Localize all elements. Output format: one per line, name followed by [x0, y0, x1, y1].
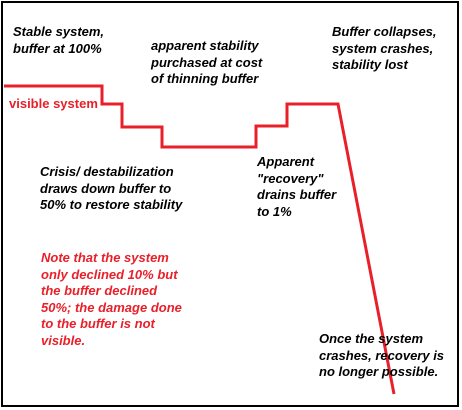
crisis-note: Crisis/ destabilization draws down buffe… — [40, 164, 183, 212]
visible-system-line — [4, 84, 396, 395]
buffer-damage-note: Note that the system only declined 10% b… — [41, 250, 182, 348]
apparent-stability-note: apparent stability purchased at cost of … — [151, 38, 263, 86]
crash-note: Once the system crashes, recovery is no … — [319, 331, 445, 379]
buffer-collapse-note: Buffer collapses, system crashes, stabil… — [332, 24, 437, 72]
apparent-recovery-note: Apparent "recovery" drains buffer to 1% — [257, 154, 337, 219]
visible-system-label: visible system — [9, 96, 98, 111]
stable-system-note: Stable system, buffer at 100% — [13, 24, 105, 56]
